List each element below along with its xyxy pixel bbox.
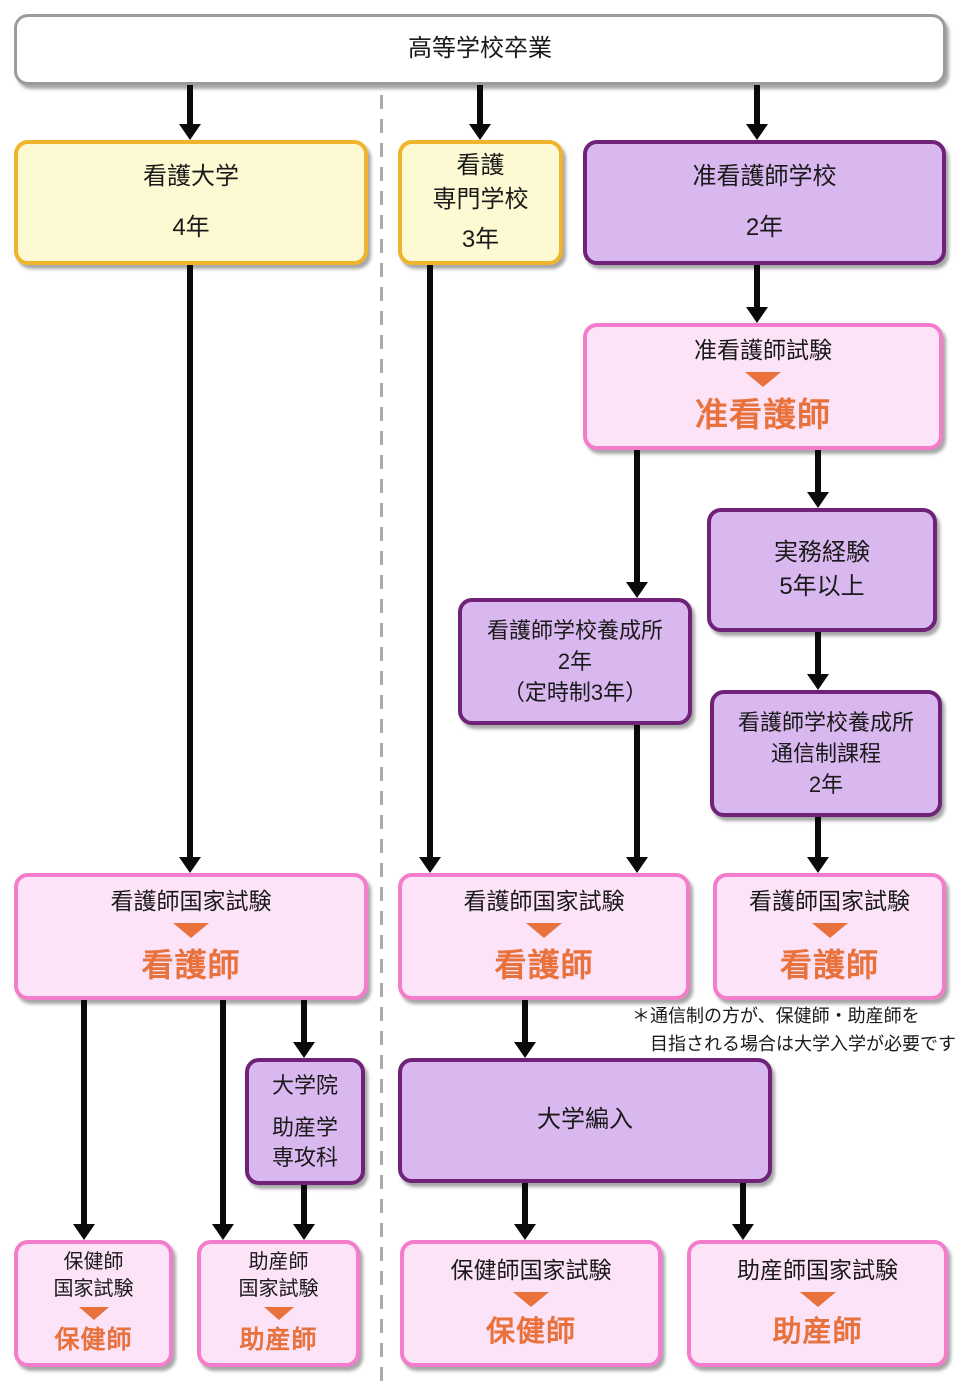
box-midwife-exam-right: 助産師国家試験 助産師 [687,1240,948,1367]
assistant-nurse-school-name: 准看護師学校 [692,163,837,191]
box-assistant-nurse-exam: 准看護師試験 准看護師 [583,323,943,450]
arrow-transfer-to-midwife-exam-right [732,1183,754,1240]
arrow-highschool-to-vocational-school [469,85,491,140]
box-nursing-vocational-school: 看護 専門学校 3年 [398,140,563,265]
phn-exam-line1: 保健師 [63,1251,124,1274]
phn-result: 保健師 [485,1315,576,1348]
box-nursing-university: 看護大学 4年 [14,140,368,265]
arrow-assistant-school-to-assistant-exam [746,265,768,323]
nursing-university-name: 看護大学 [143,163,239,191]
nurse-exam-label: 看護師国家試験 [110,887,272,914]
training-school-line2: 2年 [557,649,593,674]
highschool-label: 高等学校卒業 [408,35,552,63]
arrow-assistant-exam-to-training-school [626,450,648,598]
vocational-name-line2: 専門学校 [432,185,529,213]
orange-down-triangle-icon [78,1307,109,1321]
midwife-exam-line2: 国家試験 [238,1278,319,1301]
phn-exam-line2: 国家試験 [53,1278,134,1301]
nurse-result: 看護師 [494,946,594,983]
arrow-graduate-school-to-midwife-exam [293,1185,315,1240]
work-experience-line2: 5年以上 [779,573,865,600]
nurse-result: 看護師 [779,946,879,983]
correspondence-note: ＊通信制の方が、保健師・助産師を 目指される場合は大学入学が必要です [632,1002,958,1058]
box-highschool-graduation: 高等学校卒業 [14,14,946,85]
arrow-training-school-to-nurse-exam [626,725,648,873]
column-separator-dashed-line [380,95,383,1387]
work-experience-line1: 実務経験 [774,539,870,566]
box-midwife-exam-left: 助産師 国家試験 助産師 [197,1240,360,1367]
correspondence-line2: 通信制課程 [770,741,881,766]
arrow-assistant-exam-to-work-experience [807,450,829,508]
box-nurse-exam-vocational-route: 看護師国家試験 看護師 [398,873,690,1000]
assistant-nurse-exam-label: 准看護師試験 [694,337,832,364]
arrow-nurse-to-phn-exam-left [73,1000,95,1240]
box-nurse-exam-correspondence-route: 看護師国家試験 看護師 [713,873,946,1000]
orange-down-triangle-icon [799,1291,836,1307]
phn-result: 保健師 [54,1326,133,1355]
arrow-nursing-university-to-nurse-exam [179,265,201,873]
nursing-university-duration: 4年 [172,213,210,241]
box-nurse-training-school: 看護師学校養成所 2年 （定時制3年） [458,598,692,725]
orange-down-triangle-icon [811,922,848,938]
box-work-experience: 実務経験 5年以上 [707,508,937,632]
correspondence-line1: 看護師学校養成所 [737,710,914,735]
box-assistant-nurse-school: 准看護師学校 2年 [583,140,946,265]
training-school-line3: （定時制3年） [502,680,648,705]
midwife-exam-label: 助産師国家試験 [737,1256,898,1283]
graduate-school-line2: 助産学 [271,1114,338,1140]
arrow-nurse-to-graduate-school [293,1000,315,1058]
note-line2: 目指される場合は大学入学が必要です [650,1034,956,1054]
vocational-duration: 3年 [461,225,500,253]
assistant-nurse-school-duration: 2年 [745,213,784,241]
phn-exam-label: 保健師国家試験 [450,1256,612,1283]
box-correspondence-course: 看護師学校養成所 通信制課程 2年 [710,690,942,817]
assistant-nurse-result: 准看護師 [695,396,831,434]
box-nurse-exam-university-route: 看護師国家試験 看護師 [14,873,368,1000]
midwife-result: 助産師 [772,1315,863,1348]
graduate-school-line1: 大学院 [271,1072,338,1098]
box-university-transfer: 大学編入 [398,1058,772,1183]
correspondence-line3: 2年 [808,772,844,797]
arrow-nurse-to-midwife-exam-left [212,1000,234,1240]
box-phn-exam-left: 保健師 国家試験 保健師 [14,1240,173,1367]
nurse-exam-label: 看護師国家試験 [463,887,625,914]
orange-down-triangle-icon [173,922,209,938]
note-line1: ＊通信制の方が、保健師・助産師を [632,1006,920,1026]
orange-down-triangle-icon [263,1307,294,1321]
arrow-highschool-to-assistant-nurse-school [746,85,768,140]
arrow-correspondence-to-nurse-exam [807,817,829,873]
box-graduate-school: 大学院 助産学 専攻科 [245,1058,365,1185]
nurse-result: 看護師 [141,946,241,983]
midwife-exam-line1: 助産師 [248,1251,309,1274]
arrow-work-experience-to-correspondence [807,632,829,690]
graduate-school-line3: 専攻科 [271,1144,338,1170]
arrow-nurse-to-university-transfer [514,1000,536,1058]
arrow-vocational-school-to-nurse-exam [419,265,441,873]
orange-down-triangle-icon [526,922,562,938]
vocational-name-line1: 看護 [456,151,505,179]
box-phn-exam-right: 保健師国家試験 保健師 [400,1240,662,1367]
orange-down-triangle-icon [745,372,781,388]
orange-down-triangle-icon [513,1291,549,1307]
arrow-transfer-to-phn-exam-right [514,1183,536,1240]
nurse-exam-label: 看護師国家試験 [749,887,910,914]
arrow-highschool-to-nursing-university [179,85,201,140]
midwife-result: 助産師 [239,1326,318,1355]
training-school-line1: 看護師学校養成所 [486,618,663,643]
university-transfer-label: 大学編入 [537,1106,633,1134]
